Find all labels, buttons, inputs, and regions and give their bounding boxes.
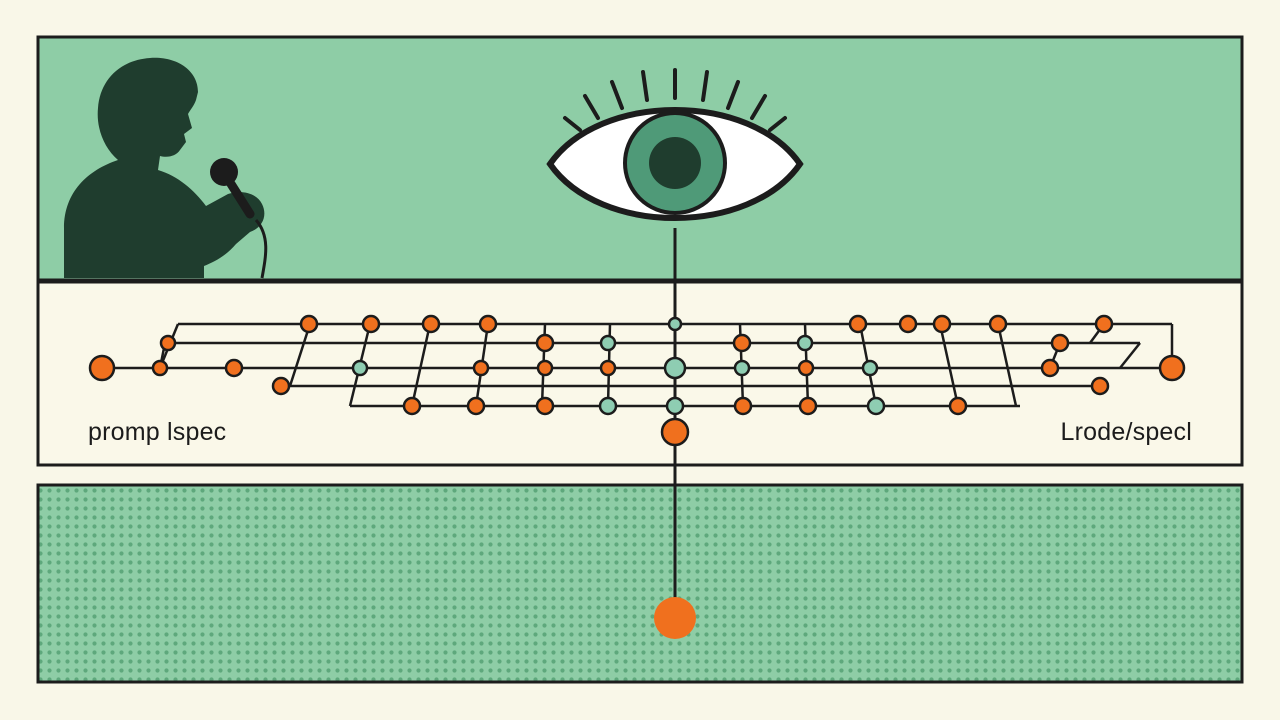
network-node: [733, 359, 751, 377]
network-node: [796, 334, 814, 352]
network-node: [402, 396, 422, 416]
output-label: Lrode/specl: [1060, 418, 1192, 446]
network-node: [797, 359, 815, 377]
network-wire: [288, 323, 312, 387]
microphone-icon: [210, 158, 268, 279]
network-node: [224, 358, 244, 378]
network-node: [271, 376, 291, 396]
network-wire: [938, 323, 960, 407]
input-label: promp lspec: [88, 418, 227, 446]
network-node: [932, 314, 952, 334]
bottom-panel: [36, 483, 1244, 684]
network-node: [665, 396, 685, 416]
network-node: [667, 316, 683, 332]
network-node: [598, 396, 618, 416]
network-wire: [996, 323, 1018, 407]
network-node: [732, 333, 752, 353]
network-node: [421, 314, 441, 334]
network-wire: [410, 323, 432, 407]
network-node: [478, 314, 498, 334]
network-node: [663, 356, 687, 380]
network-node: [798, 396, 818, 416]
network-node: [599, 334, 617, 352]
network-node: [536, 359, 554, 377]
network-wire: [1119, 342, 1141, 369]
output-node: [654, 597, 696, 639]
speaker-silhouette-icon: [64, 57, 265, 278]
network-node: [1040, 358, 1060, 378]
network-node: [466, 396, 486, 416]
network-node: [351, 359, 369, 377]
network-node: [1090, 376, 1110, 396]
network-node: [1158, 354, 1186, 382]
network-node: [151, 359, 169, 377]
network-node: [861, 359, 879, 377]
network-node: [472, 359, 490, 377]
eye-icon: [546, 68, 804, 221]
network-node: [361, 314, 381, 334]
network-node: [1050, 333, 1070, 353]
network-node: [848, 314, 868, 334]
junction-node: [660, 417, 690, 447]
network-node: [948, 396, 968, 416]
network-node: [88, 354, 116, 382]
network-node: [535, 333, 555, 353]
network-node: [599, 359, 617, 377]
network-node: [733, 396, 753, 416]
network-node: [988, 314, 1008, 334]
network-node: [1094, 314, 1114, 334]
network-node: [159, 334, 177, 352]
signal-network: [88, 314, 1186, 447]
network-node: [535, 396, 555, 416]
network-node: [299, 314, 319, 334]
network-node: [898, 314, 918, 334]
network-node: [866, 396, 886, 416]
